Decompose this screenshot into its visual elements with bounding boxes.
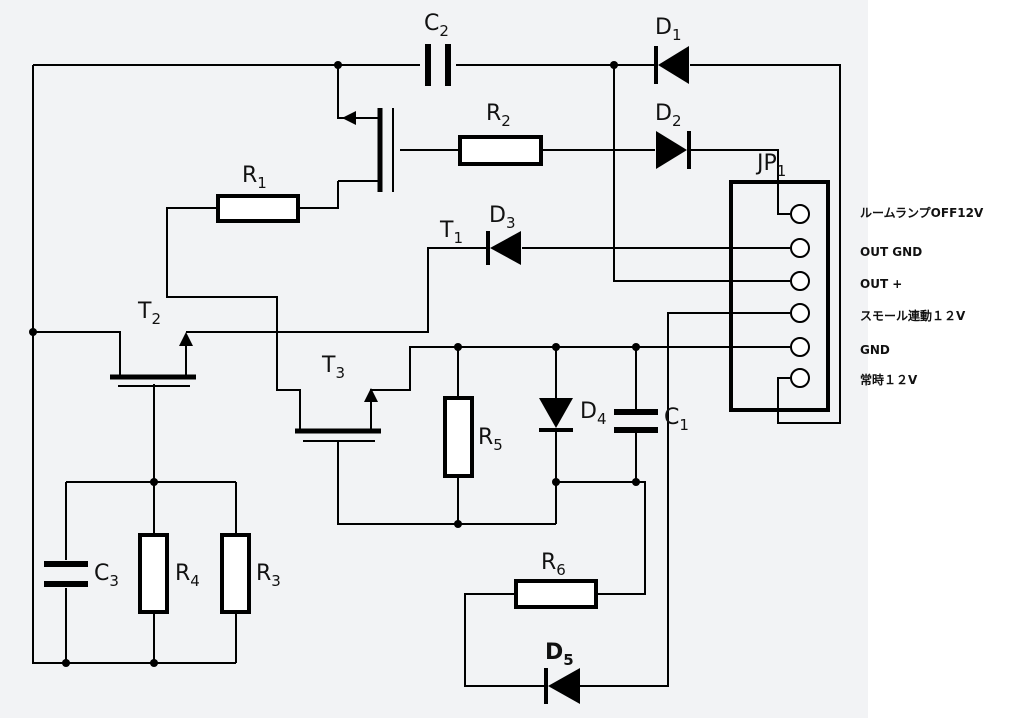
resistor-r2 <box>458 135 543 166</box>
diode-d5 <box>544 668 580 704</box>
schematic-background <box>0 0 868 718</box>
diode-d4 <box>539 398 573 432</box>
capacitor-c3 <box>44 561 88 587</box>
label-d5: D5 <box>545 640 574 669</box>
label-t3: T3 <box>321 353 345 382</box>
terminal-2 <box>790 238 810 258</box>
diode-d1 <box>654 46 689 84</box>
terminal-5 <box>790 337 810 357</box>
label-c3: C3 <box>94 561 119 590</box>
terminal-6 <box>790 368 810 388</box>
diode-d2 <box>656 131 691 169</box>
pin-label-5: GND <box>860 343 890 357</box>
label-d2: D2 <box>655 101 682 130</box>
component-labels: C2 D1 R2 D2 JP1 R1 D3 T1 T2 T3 D4 C1 R5 … <box>94 11 786 669</box>
terminal-4 <box>790 303 810 323</box>
capacitor-c1 <box>614 409 658 433</box>
resistor-r5 <box>443 396 474 478</box>
label-t2: T2 <box>137 299 161 328</box>
junction-dots <box>29 61 640 667</box>
resistor-r4 <box>138 533 169 614</box>
wires <box>32 64 841 687</box>
label-r3: R3 <box>256 561 281 590</box>
label-t1: T1 <box>439 218 463 247</box>
resistor-r3 <box>220 533 251 614</box>
resistor-r1 <box>216 194 300 223</box>
pin-label-6: 常時１２V <box>860 372 918 387</box>
label-d4: D4 <box>580 399 607 428</box>
connector-jp1 <box>729 180 830 412</box>
label-r1: R1 <box>242 163 267 192</box>
capacitor-c2 <box>425 44 451 86</box>
pin-label-3: OUT + <box>860 277 902 291</box>
pin-label-2: OUT GND <box>860 245 922 259</box>
label-d1: D1 <box>655 15 682 44</box>
label-jp1: JP1 <box>755 151 786 180</box>
label-r2: R2 <box>486 101 511 130</box>
terminal-1 <box>790 204 810 224</box>
label-r5: R5 <box>478 425 503 454</box>
resistor-r6 <box>514 579 598 609</box>
pin-label-1: ルームランプOFF12V <box>860 205 984 220</box>
pin-labels: ルームランプOFF12V OUT GND OUT + スモール連動１２V GND… <box>860 205 984 387</box>
label-r4: R4 <box>175 561 200 590</box>
transistor-t3 <box>295 388 381 442</box>
diode-d3 <box>486 231 521 265</box>
pin-label-4: スモール連動１２V <box>860 308 966 323</box>
label-c2: C2 <box>424 11 449 40</box>
transistor-t2 <box>110 332 196 387</box>
label-d3: D3 <box>489 203 516 232</box>
terminal-3 <box>790 271 810 291</box>
label-c1: C1 <box>664 405 689 434</box>
label-r6: R6 <box>541 550 566 579</box>
transistor-t1 <box>338 108 394 192</box>
